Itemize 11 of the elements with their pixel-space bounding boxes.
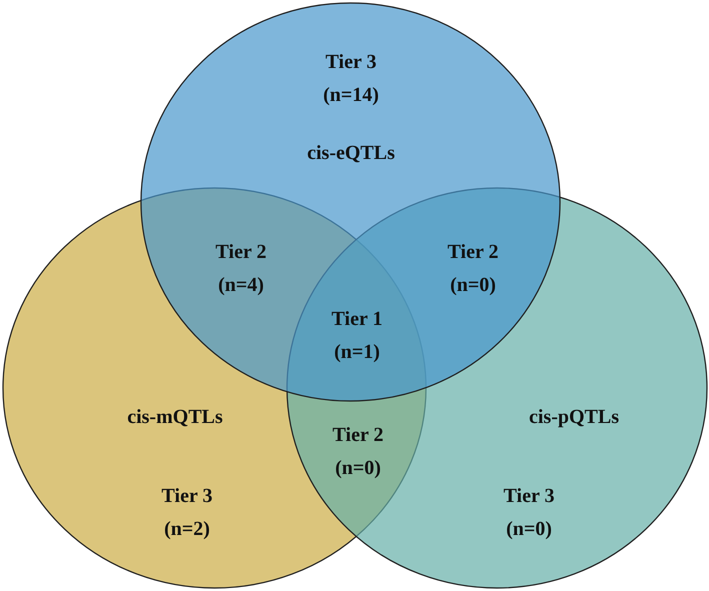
region-count-label: Tier 1 (n=1): [330, 307, 384, 365]
region-count-label: Tier 2 (n=0): [446, 240, 500, 298]
region-count-label: Tier 2 (n=4): [214, 240, 268, 298]
set-name-label: cis-eQTLs: [306, 141, 396, 166]
tier-count-label: Tier 3 (n=2): [160, 484, 214, 542]
tier-count-label: Tier 3 (n=0): [502, 484, 556, 542]
set-name-label: cis-pQTLs: [528, 405, 620, 430]
set-name-label: cis-mQTLs: [126, 405, 224, 430]
tier-count-label: Tier 3 (n=14): [322, 50, 380, 108]
venn-circle: [140, 2, 561, 402]
region-count-label: Tier 2 (n=0): [332, 423, 384, 481]
